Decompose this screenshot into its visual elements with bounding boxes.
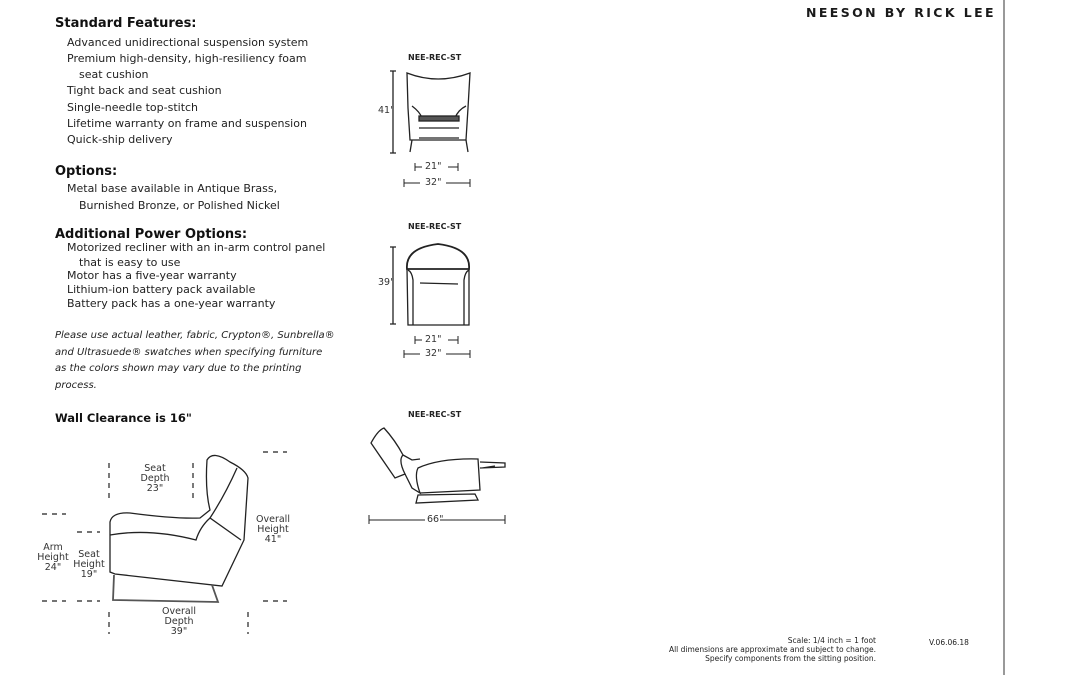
feature-item: Quick-ship delivery bbox=[67, 133, 173, 146]
top-height: 39" bbox=[378, 277, 395, 288]
front-view-code: NEE-REC-ST bbox=[408, 53, 462, 62]
top-view-code: NEE-REC-ST bbox=[408, 222, 462, 231]
top-view-drawing bbox=[390, 243, 471, 358]
power-options-heading: Additional Power Options: bbox=[55, 227, 248, 242]
wall-clearance: Wall Clearance is 16" bbox=[55, 411, 192, 425]
feature-item: Single-needle top-stitch bbox=[67, 101, 199, 114]
front-inner-width: 21" bbox=[425, 161, 442, 172]
disclaimer-line: as the colors shown may vary due to the … bbox=[55, 363, 302, 374]
feature-item: Tight back and seat cushion bbox=[67, 84, 222, 97]
front-view-drawing bbox=[390, 70, 471, 187]
side-profile-drawing bbox=[42, 451, 287, 634]
options-heading: Options: bbox=[55, 164, 118, 179]
power-option-item: Motorized recliner with an in-arm contro… bbox=[67, 241, 326, 254]
top-inner-width: 21" bbox=[425, 334, 442, 345]
footer-notes: Scale: 1/4 inch = 1 foot All dimensions … bbox=[668, 636, 876, 663]
disclaimer-line: Please use actual leather, fabric, Crypt… bbox=[55, 330, 335, 341]
brand-title: NEESON BY RICK LEE bbox=[806, 5, 996, 20]
power-option-item: Lithium-ion battery pack available bbox=[67, 283, 256, 296]
disclaimer-line: process. bbox=[55, 380, 97, 391]
power-option-item: Battery pack has a one-year warranty bbox=[67, 297, 276, 310]
feature-item: Lifetime warranty on frame and suspensio… bbox=[67, 117, 307, 130]
top-width: 32" bbox=[425, 348, 442, 359]
front-height: 41" bbox=[378, 105, 395, 116]
power-option-item: that is easy to use bbox=[79, 256, 181, 269]
front-width: 32" bbox=[425, 177, 442, 188]
feature-item: Advanced unidirectional suspension syste… bbox=[67, 36, 309, 49]
disclaimer-line: and Ultrasuede® swatches when specifying… bbox=[55, 347, 323, 358]
reclined-view-drawing bbox=[368, 427, 506, 524]
reclined-length: 66" bbox=[427, 514, 444, 525]
standard-features-heading: Standard Features: bbox=[55, 16, 197, 31]
version: V.06.06.18 bbox=[929, 638, 969, 647]
option-item: Burnished Bronze, or Polished Nickel bbox=[79, 199, 280, 212]
feature-item: Premium high-density, high-resiliency fo… bbox=[67, 52, 307, 65]
feature-item: seat cushion bbox=[79, 68, 149, 81]
option-item: Metal base available in Antique Brass, bbox=[67, 182, 278, 195]
power-option-item: Motor has a five-year warranty bbox=[67, 269, 237, 282]
reclined-view-code: NEE-REC-ST bbox=[408, 410, 462, 419]
